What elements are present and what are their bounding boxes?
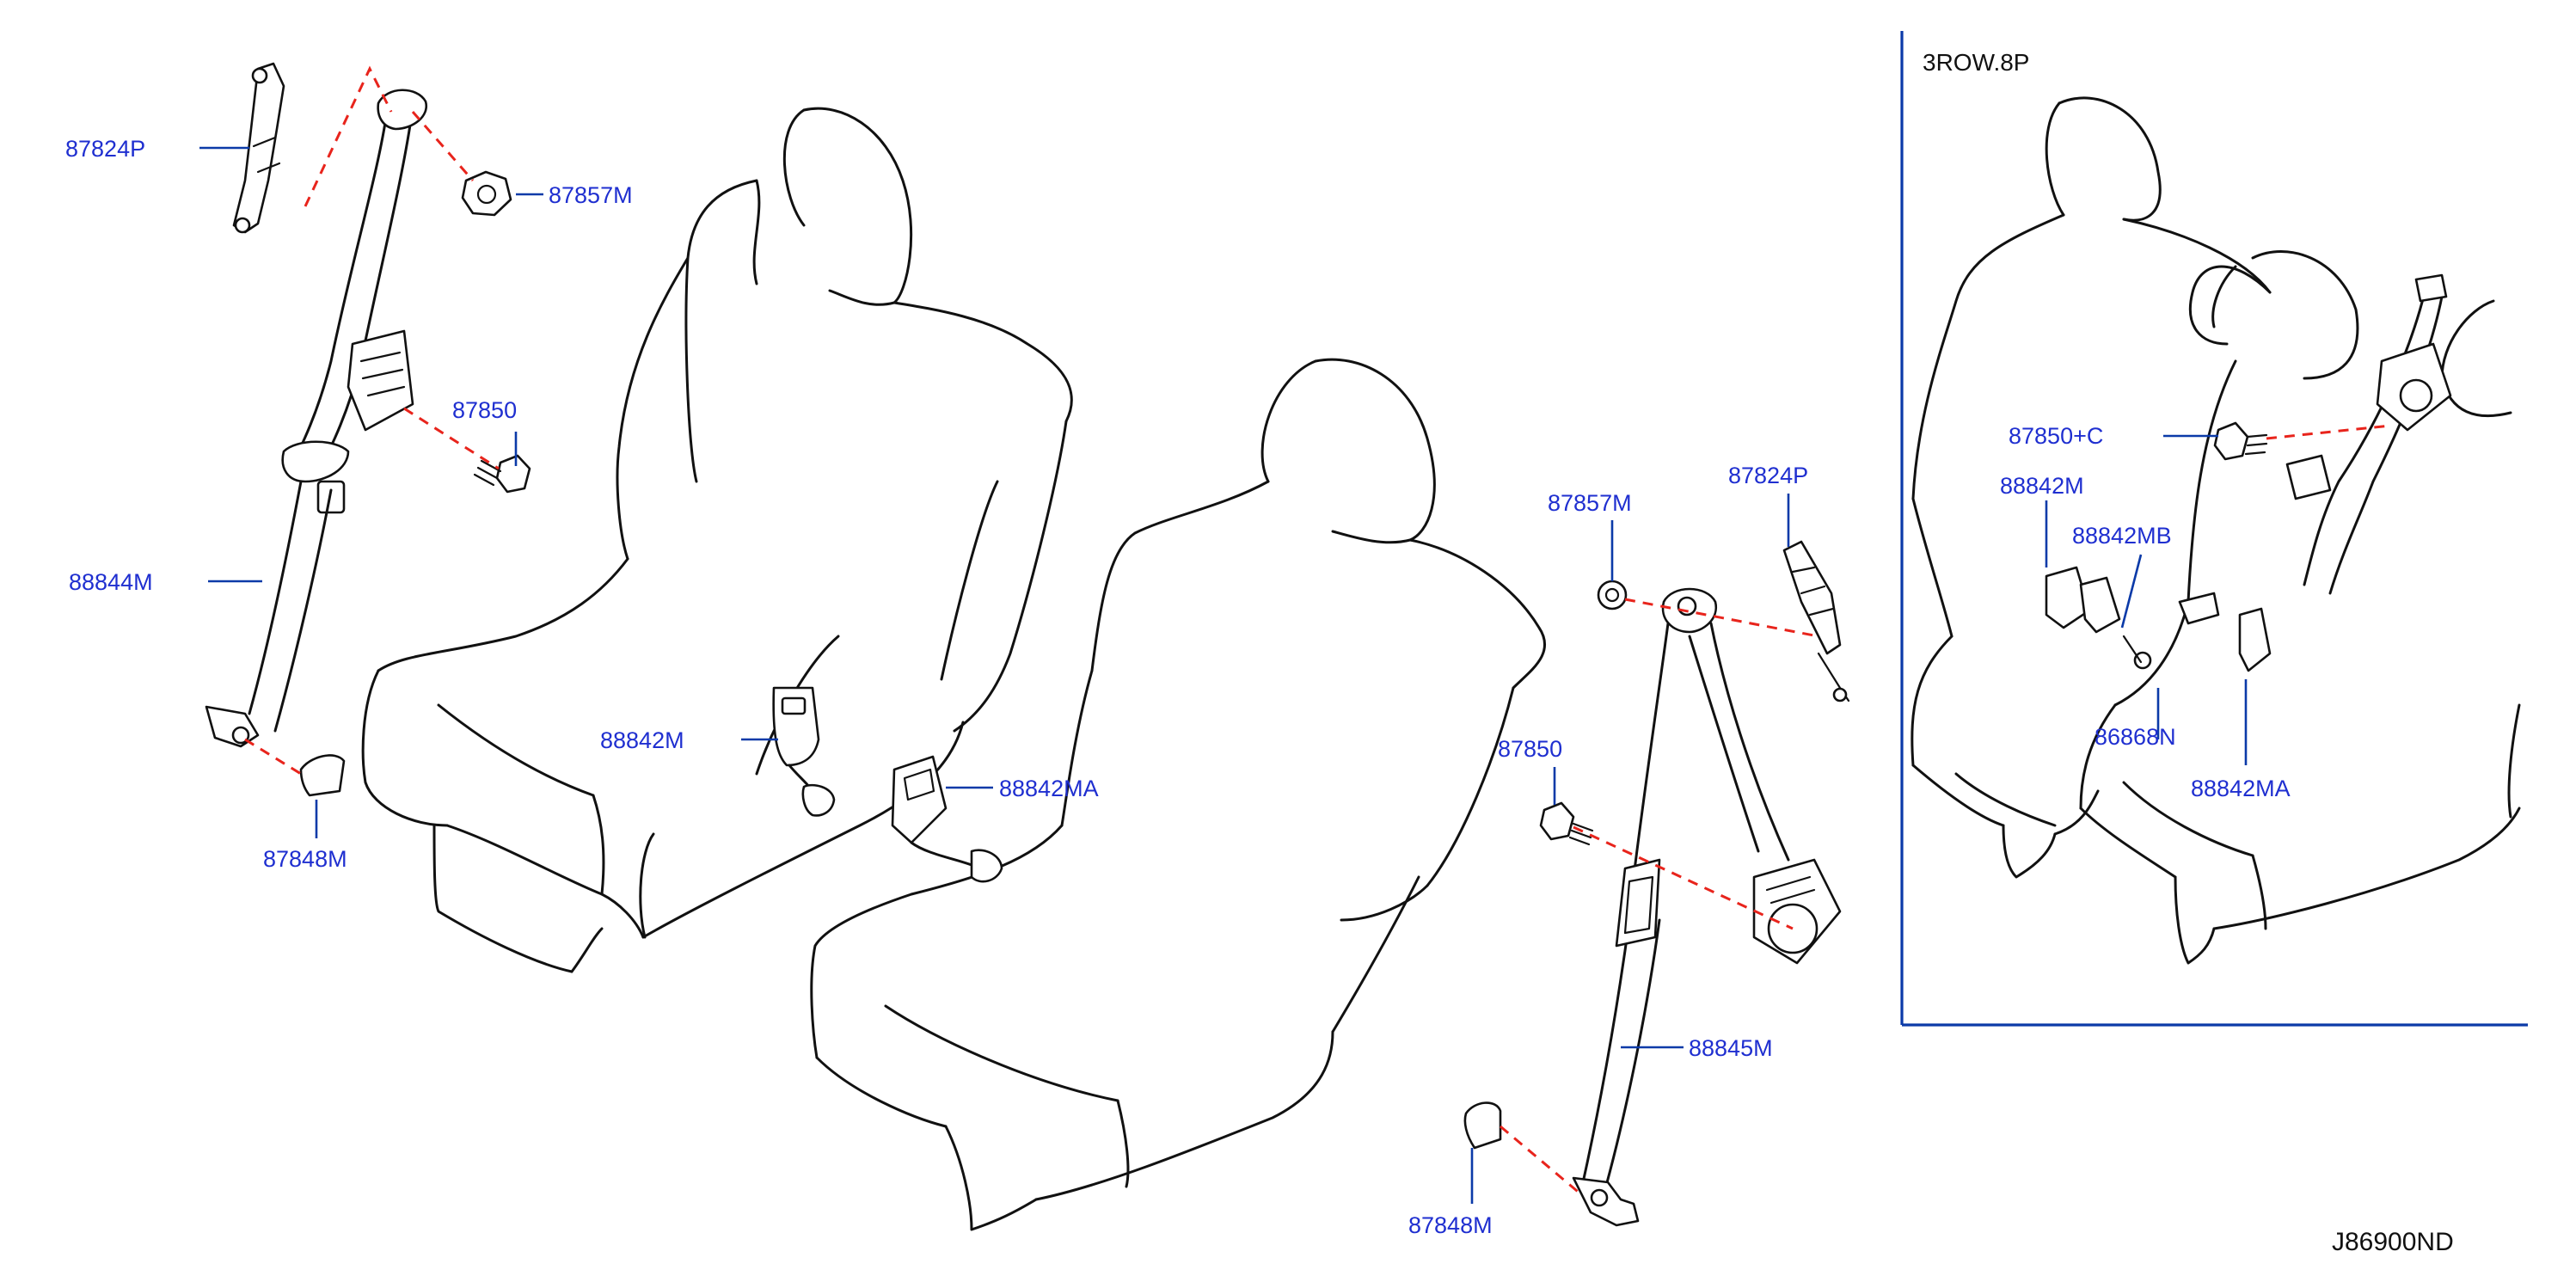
callout-86868N-inset: 86868N: [2095, 724, 2176, 750]
front-seat-left: [361, 107, 1073, 973]
callout-87824P-right: 87824P: [1728, 463, 1808, 488]
buckle-88842M: [772, 686, 836, 817]
callout-87857M-left: 87857M: [549, 182, 633, 208]
callout-88842MA-inset: 88842MA: [2191, 776, 2291, 801]
callout-87848M-right: 87848M: [1408, 1212, 1493, 1238]
inset-seat-second-row: [2079, 250, 2521, 965]
belt-assembly-center: [1463, 540, 1850, 1227]
callout-88845M: 88845M: [1689, 1035, 1773, 1061]
callout-87857M-right: 87857M: [1548, 490, 1632, 516]
callout-87850-left: 87850: [452, 397, 517, 423]
inset-title: 3ROW.8P: [1923, 49, 2029, 76]
callout-88844M: 88844M: [69, 569, 153, 595]
callout-88842M-center: 88842M: [600, 727, 684, 753]
leader-lines: [199, 146, 2248, 1204]
callout-87848M-left: 87848M: [263, 846, 347, 872]
callout-88842MB-inset: 88842MB: [2072, 523, 2172, 549]
front-seat-right: [810, 358, 1546, 1231]
callout-87824P-left: 87824P: [65, 136, 145, 162]
inset-frame: [1900, 31, 2528, 1027]
callout-87850-right: 87850: [1498, 736, 1562, 762]
inset-belt-assembly: [2045, 273, 2452, 672]
diagram-code: J86900ND: [2332, 1228, 2454, 1256]
inset-seat-third-row: [1911, 96, 2272, 879]
connector-dashes: [244, 65, 2391, 1197]
callout-87850C-inset: 87850+C: [2009, 423, 2103, 449]
callout-88842MA-center: 88842MA: [999, 776, 1099, 801]
buckle-88842MA: [891, 755, 1003, 883]
belt-assembly-left: [205, 62, 531, 797]
callout-88842M-inset: 88842M: [2000, 473, 2084, 499]
callout-labels: 87824P 87857M 87850 88844M 87848M 88842M…: [65, 136, 2291, 1238]
